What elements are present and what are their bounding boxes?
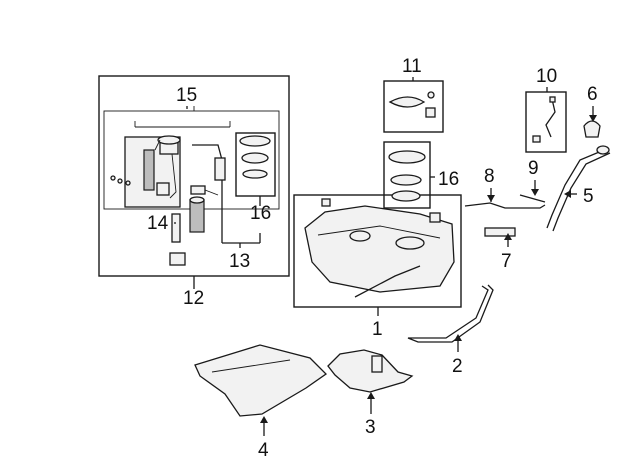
heat-shield-front <box>327 349 414 393</box>
callout-7: 7 <box>501 251 512 272</box>
vent-hose <box>484 227 516 237</box>
callout-9: 9 <box>528 158 539 179</box>
callout-16-module: 16 <box>250 203 271 224</box>
access-cover-box <box>383 80 444 133</box>
callout-11: 11 <box>402 56 422 77</box>
callout-13: 13 <box>229 251 250 272</box>
fuel-cap <box>583 120 601 138</box>
callout-14: 14 <box>147 213 169 234</box>
seal-ring-set-right <box>383 141 431 209</box>
callout-15: 15 <box>176 85 197 106</box>
callout-1: 1 <box>372 319 383 340</box>
callout-16-tank: 16 <box>438 169 459 190</box>
callout-6: 6 <box>587 84 598 105</box>
pressure-regulator <box>169 213 186 266</box>
callout-5: 5 <box>583 186 594 207</box>
fuel-filter <box>189 196 205 233</box>
callout-10: 10 <box>536 66 557 87</box>
filler-neck <box>546 145 611 232</box>
callout-12: 12 <box>183 288 204 309</box>
tank-strap <box>407 284 494 343</box>
fuel-hose <box>464 202 546 209</box>
callout-3: 3 <box>365 417 376 438</box>
callout-4: 4 <box>258 440 269 461</box>
fuel-tank <box>304 198 455 298</box>
heat-shield-rear <box>194 344 328 417</box>
leader-lines <box>174 77 594 436</box>
fuel-level-sender <box>190 144 226 196</box>
fuel-pump-assembly <box>110 135 181 208</box>
seal-ring-set-left <box>235 132 276 197</box>
callout-2: 2 <box>452 356 463 377</box>
leader-arrows <box>260 115 597 423</box>
callout-labels: 1 2 3 4 5 6 7 8 9 10 11 12 13 14 15 16 1… <box>147 56 598 461</box>
vent-tube <box>519 194 546 203</box>
callout-8: 8 <box>484 166 495 187</box>
vent-tube-kit-box <box>525 91 567 153</box>
